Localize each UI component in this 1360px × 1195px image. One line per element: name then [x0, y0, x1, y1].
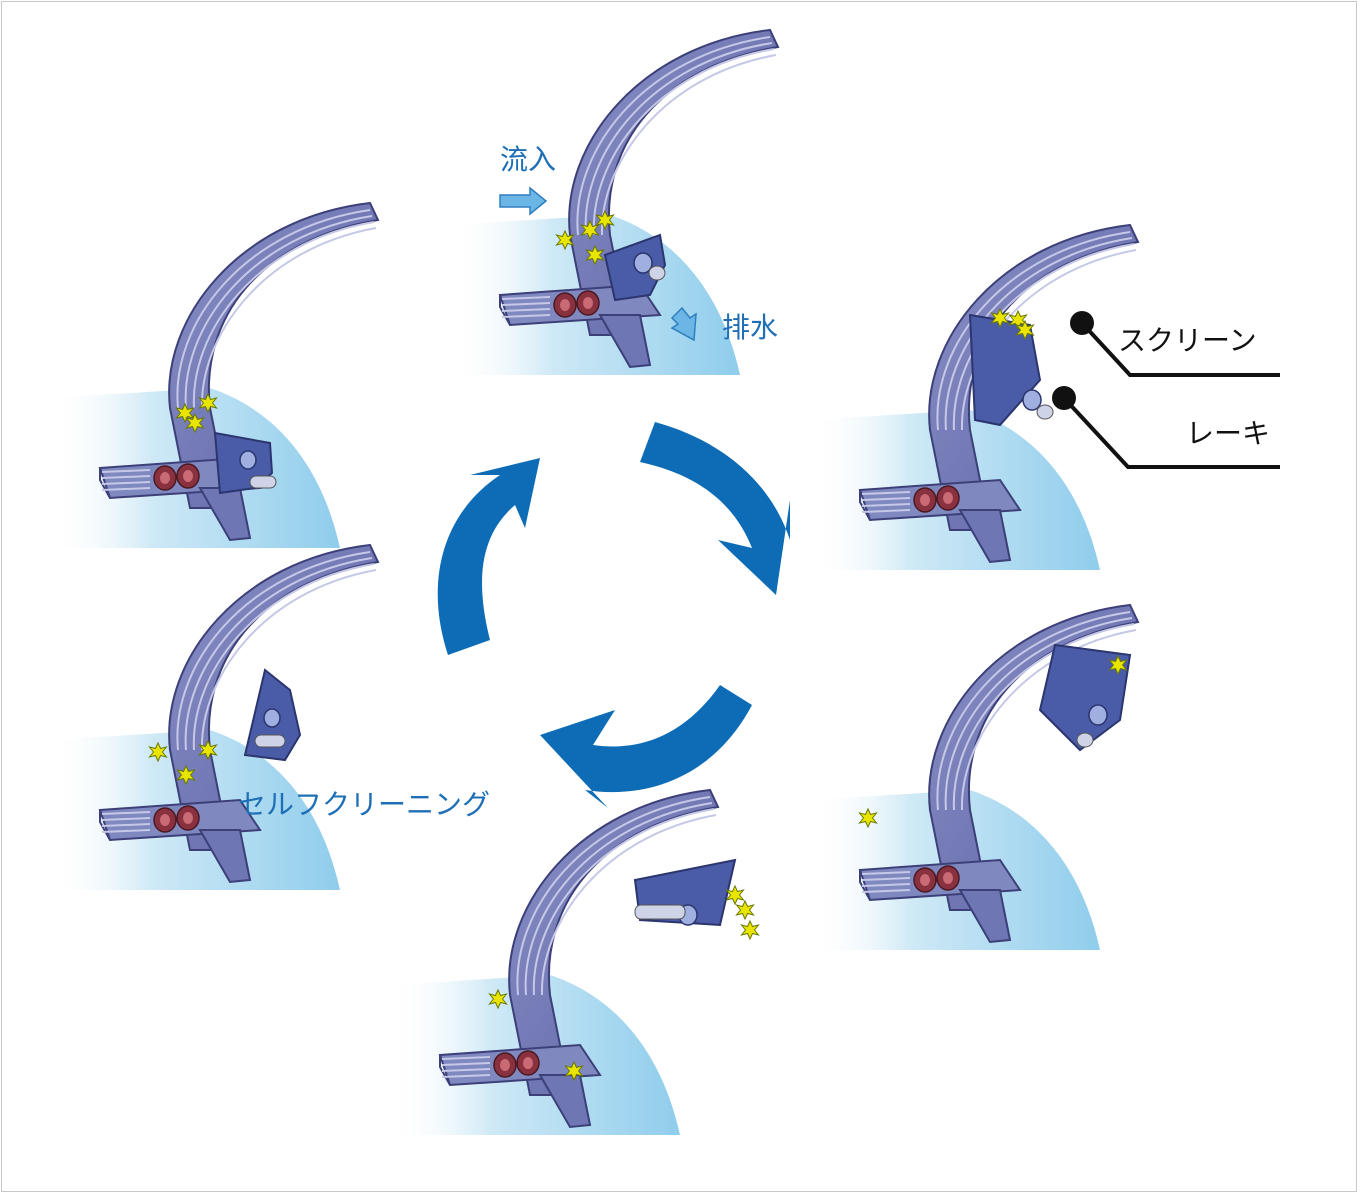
self-cleaning-label: セルフクリーニング: [238, 791, 490, 819]
cycle-arrow-bottom: [540, 685, 752, 808]
inflow-arrow: [500, 188, 546, 214]
stage-rake-lift: [810, 225, 1138, 570]
stage-rake-top: [810, 605, 1138, 950]
cycle-arrows: [438, 422, 790, 808]
stage-self-cleaning: [50, 545, 378, 890]
inflow-label: 流入: [500, 146, 556, 174]
rake-label: レーキ: [1186, 420, 1270, 448]
drain-label: 排水: [722, 314, 778, 342]
stage-lowered: [50, 203, 378, 548]
cycle-arrow-right: [640, 422, 790, 595]
stage-discharge: [390, 790, 759, 1135]
cycle-arrow-left: [438, 458, 540, 655]
screen-label: スクリーン: [1118, 327, 1257, 355]
